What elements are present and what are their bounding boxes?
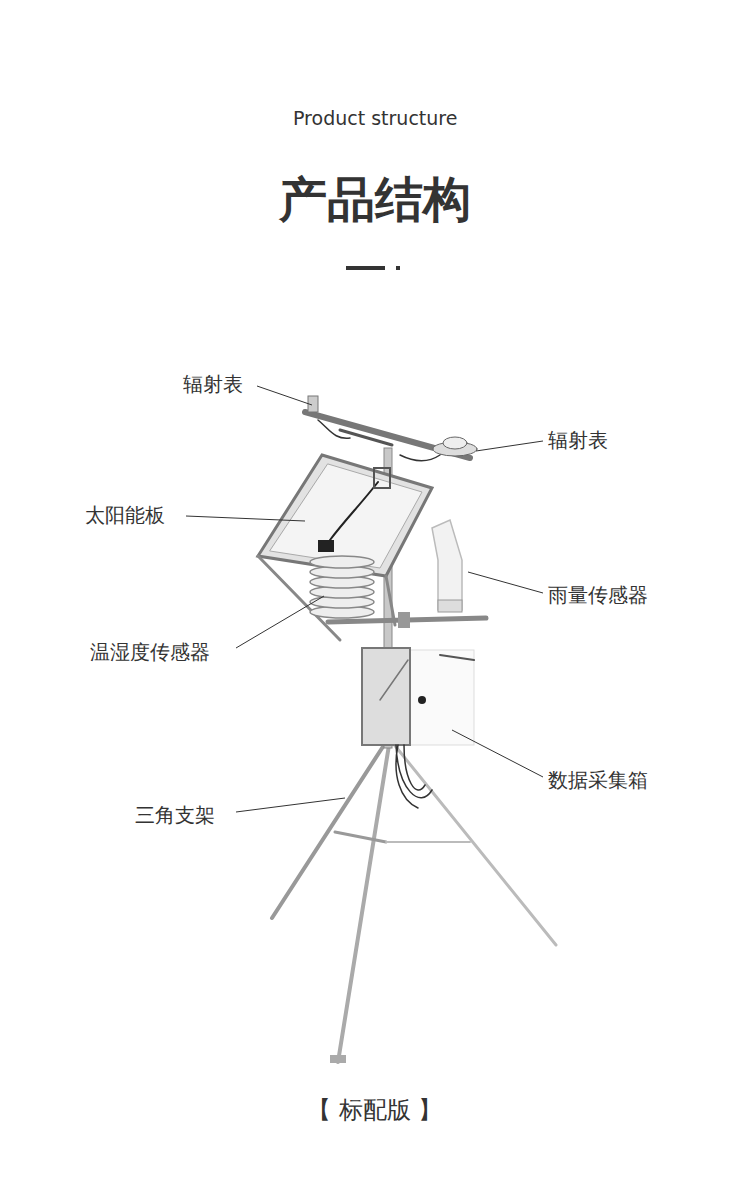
leader-lines [186,386,543,812]
dash [346,266,385,270]
version-caption: 【 标配版 】 [307,1096,442,1125]
part-label: 数据采集箱 [548,768,648,792]
subtitle: Product structure [293,107,457,130]
part-label: 温湿度传感器 [90,640,210,664]
station [258,396,556,1063]
page-title: 产品结构 [279,171,471,229]
part-label: 雨量传感器 [548,583,648,607]
dot [396,266,400,270]
part-label: 辐射表 [548,428,608,452]
part-label: 辐射表 [183,372,243,396]
part-label: 三角支架 [135,803,215,827]
part-label: 太阳能板 [85,503,165,527]
